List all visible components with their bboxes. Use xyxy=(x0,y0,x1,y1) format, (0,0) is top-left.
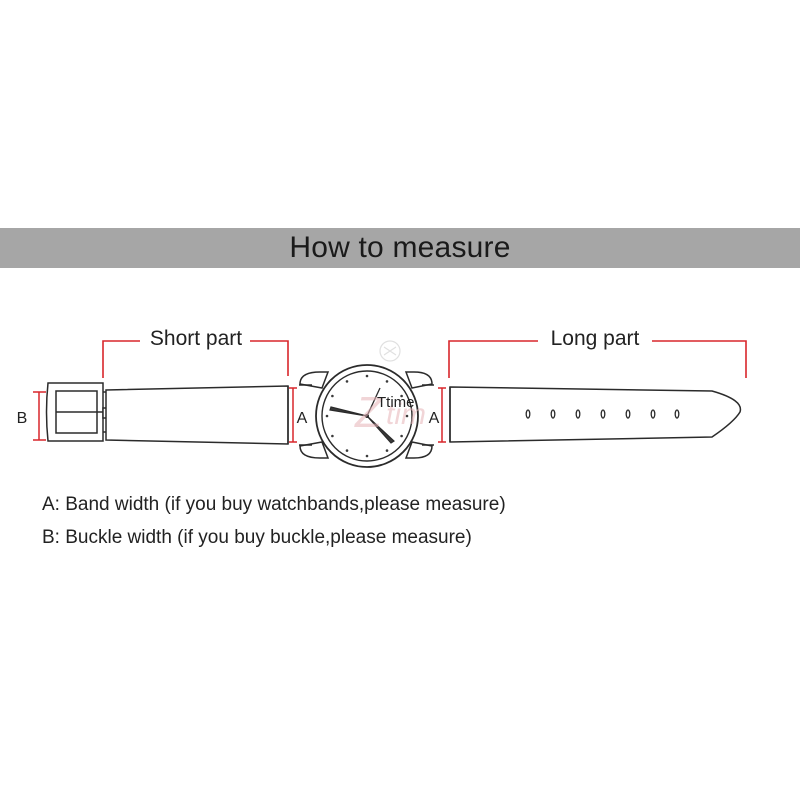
short-part-label: Short part xyxy=(150,327,242,350)
svg-text:Z: Z xyxy=(354,388,384,437)
short-strap xyxy=(105,385,289,445)
watch-lugs xyxy=(299,371,434,459)
watch-face-icon xyxy=(315,364,419,468)
band-width-dimension-right xyxy=(438,387,446,443)
strap-holes xyxy=(525,409,680,419)
brand-label: Ttime xyxy=(377,394,415,411)
buckle-width-dimension xyxy=(33,391,46,441)
dim-a-label-left: A xyxy=(297,410,308,427)
long-part-bracket xyxy=(448,340,747,378)
title-banner: How to measure xyxy=(0,228,800,268)
short-part-bracket xyxy=(102,340,289,378)
legend-buckle-width: B: Buckle width (if you buy buckle,pleas… xyxy=(42,527,472,548)
band-width-dimension-left xyxy=(289,387,297,443)
dim-b-label: B xyxy=(17,410,28,427)
dim-a-label-right: A xyxy=(429,410,440,427)
legend-band-width: A: Band width (if you buy watchbands,ple… xyxy=(42,494,506,515)
page-title: How to measure xyxy=(289,231,511,264)
buckle-icon xyxy=(45,382,113,442)
brand-watermark-logo: Z tim xyxy=(354,340,426,437)
long-strap xyxy=(449,386,742,443)
svg-text:tim: tim xyxy=(386,398,426,431)
long-part-label: Long part xyxy=(551,327,640,350)
